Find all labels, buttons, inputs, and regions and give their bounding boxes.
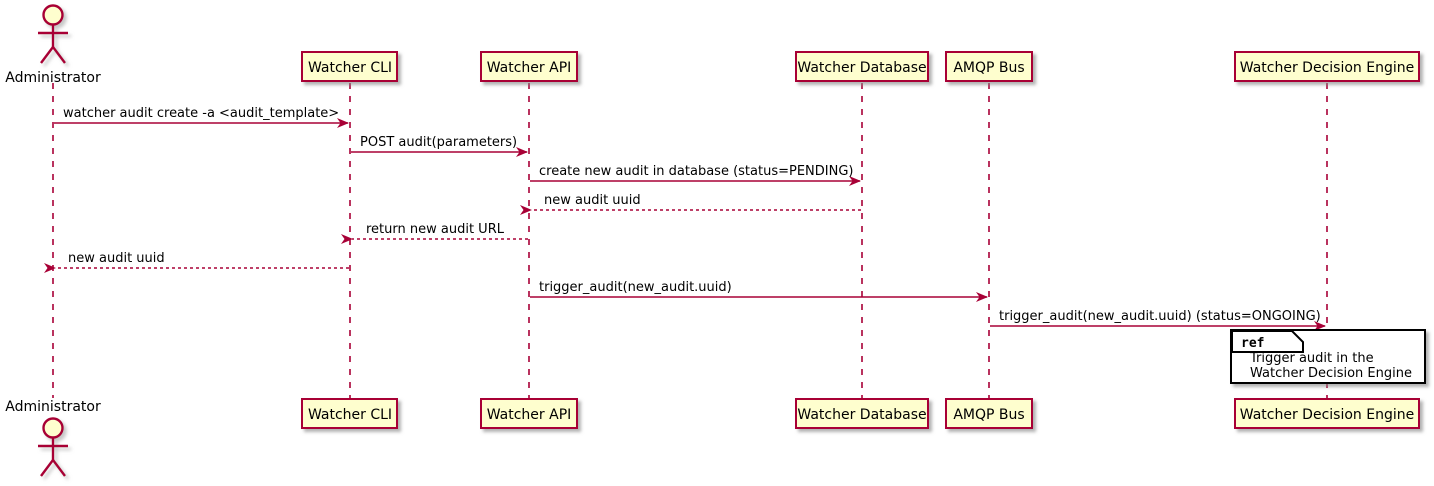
participant-label: Watcher API — [487, 407, 572, 423]
message-label: POST audit(parameters) — [360, 135, 517, 150]
participant-amqp-bus-bottom[interactable]: AMQP Bus — [945, 398, 1033, 429]
participant-watcher-database-bottom[interactable]: Watcher Database — [795, 398, 929, 429]
ref-fragment-tab — [1231, 330, 1304, 353]
participant-box — [1234, 398, 1420, 429]
participant-box — [301, 51, 398, 82]
actor-administrator-bottom[interactable] — [38, 417, 68, 477]
ref-fragment-line-2: Watcher Decision Engine — [1250, 366, 1412, 381]
message-label: watcher audit create -a <audit_template> — [63, 106, 339, 121]
ref-fragment-tag-label: ref — [1241, 336, 1264, 351]
participant-watcher-cli-top[interactable]: Watcher CLI — [301, 51, 398, 82]
participant-watcher-decision-engine-top[interactable]: Watcher Decision Engine — [1234, 51, 1420, 82]
participant-amqp-bus-top[interactable]: AMQP Bus — [945, 51, 1033, 82]
message-4-new-audit-uuid-db[interactable]: new audit uuid — [520, 193, 861, 215]
actor-administrator-top[interactable] — [38, 4, 68, 64]
participant-box — [795, 51, 929, 82]
actor-leg-right-icon — [52, 46, 66, 64]
actor-leg-left-icon — [40, 46, 54, 64]
participant-box — [945, 51, 1033, 82]
participant-watcher-api-bottom[interactable]: Watcher API — [480, 398, 578, 429]
participant-watcher-database-top[interactable]: Watcher Database — [795, 51, 929, 82]
participant-watcher-cli-bottom[interactable]: Watcher CLI — [301, 398, 398, 429]
participant-label: Watcher API — [487, 60, 572, 76]
actor-head-icon — [42, 417, 64, 439]
message-5-return-new-audit-url[interactable]: return new audit URL — [341, 222, 528, 244]
participant-box — [480, 51, 578, 82]
participant-label: AMQP Bus — [953, 60, 1024, 76]
lifelines-group — [52, 83, 1328, 398]
message-6-new-audit-uuid-cli[interactable]: new audit uuid — [44, 251, 349, 273]
participant-label: Watcher CLI — [308, 407, 392, 423]
participant-box — [795, 398, 929, 429]
actor-leg-left-icon — [40, 459, 54, 477]
actor-leg-right-icon — [52, 459, 66, 477]
actor-label-administrator-bottom: Administrator — [5, 399, 101, 415]
participant-label: Watcher Decision Engine — [1240, 60, 1414, 76]
message-1-watcher-audit-create[interactable]: watcher audit create -a <audit_template> — [54, 106, 349, 128]
participant-label: Watcher Database — [797, 407, 926, 423]
participant-label: Watcher Database — [797, 60, 926, 76]
message-label: new audit uuid — [544, 193, 641, 208]
message-label: return new audit URL — [366, 222, 505, 237]
participant-watcher-decision-engine-bottom[interactable]: Watcher Decision Engine — [1234, 398, 1420, 429]
participant-watcher-api-top[interactable]: Watcher API — [480, 51, 578, 82]
ref-fragment[interactable]: ref Trigger audit in the Watcher Decisio… — [1230, 329, 1426, 384]
message-2-post-audit[interactable]: POST audit(parameters) — [351, 135, 528, 157]
message-8-trigger-audit-ongoing[interactable]: trigger_audit(new_audit.uuid) (status=ON… — [990, 309, 1326, 331]
actor-head-icon — [42, 4, 64, 26]
message-label: new audit uuid — [68, 251, 165, 266]
participant-label: Watcher CLI — [308, 60, 392, 76]
participant-box — [480, 398, 578, 429]
message-label: create new audit in database (status=PEN… — [539, 164, 854, 179]
participant-label: Watcher Decision Engine — [1240, 407, 1414, 423]
participant-label: AMQP Bus — [953, 407, 1024, 423]
message-3-create-new-audit[interactable]: create new audit in database (status=PEN… — [530, 164, 861, 186]
participant-box — [1234, 51, 1420, 82]
ref-fragment-line-1: Trigger audit in the — [1249, 351, 1374, 366]
actor-label-administrator-top: Administrator — [5, 70, 101, 86]
message-label: trigger_audit(new_audit.uuid) (status=ON… — [999, 309, 1321, 324]
participant-box — [301, 398, 398, 429]
message-label: trigger_audit(new_audit.uuid) — [539, 280, 732, 295]
message-7-trigger-audit[interactable]: trigger_audit(new_audit.uuid) — [530, 280, 988, 302]
participant-box — [945, 398, 1033, 429]
